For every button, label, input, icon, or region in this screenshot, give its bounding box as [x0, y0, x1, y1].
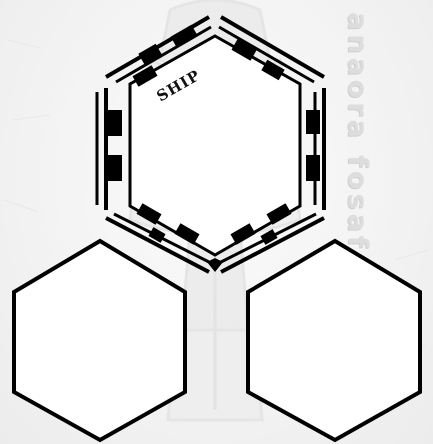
left-card-slot[interactable]	[14, 241, 185, 440]
ship-slot[interactable]: SHIP	[97, 17, 324, 272]
right-card-slot[interactable]	[248, 241, 420, 440]
